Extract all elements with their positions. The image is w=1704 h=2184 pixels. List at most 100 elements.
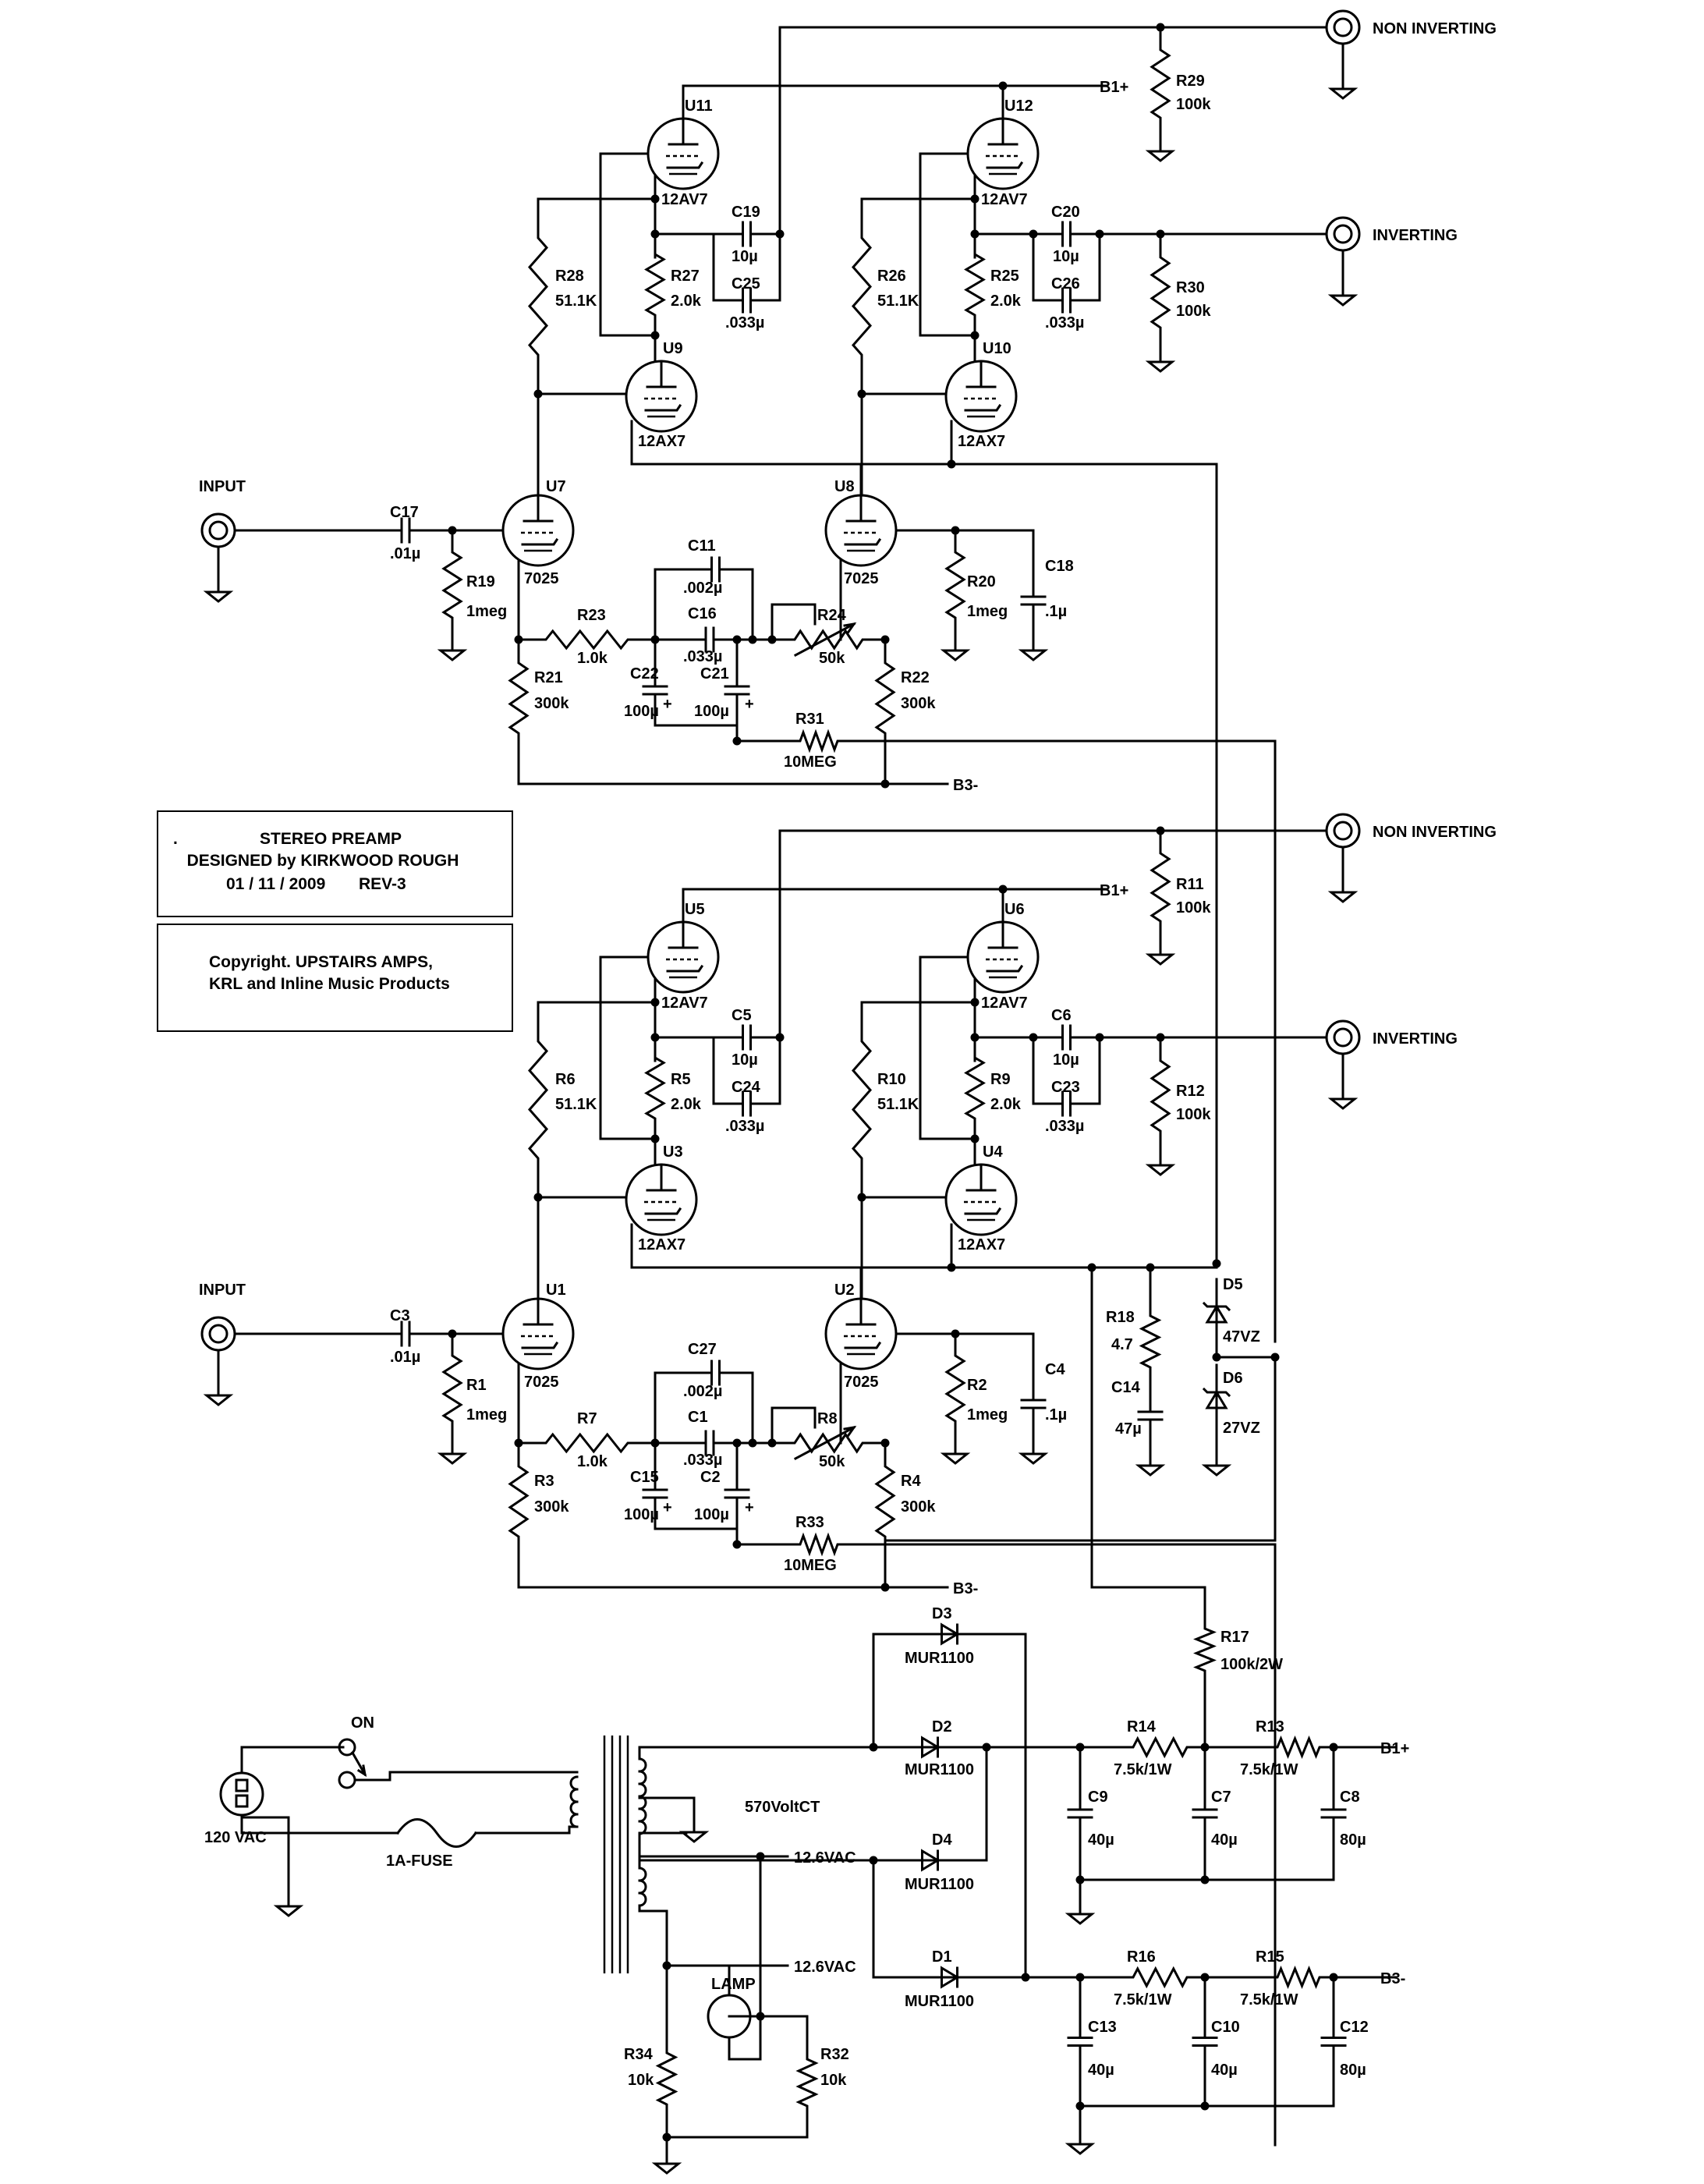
val-C13: 40µ	[1088, 2062, 1114, 2079]
wire	[919, 152, 976, 337]
val-R21: 300k	[534, 695, 569, 712]
val-R7: 1.0k	[577, 1453, 608, 1470]
junction-dot	[748, 635, 757, 644]
ground-symbol	[1018, 638, 1049, 661]
b3-supply-label: B3-	[1380, 1970, 1405, 1987]
ground-symbol	[273, 1894, 304, 1917]
ground-symbol	[203, 1383, 234, 1406]
junction-dot	[1212, 1259, 1221, 1268]
val-D1: MUR1100	[905, 1993, 974, 2010]
potentiometer-R24	[771, 629, 887, 651]
val-R6: 51.1K	[555, 1096, 597, 1113]
val-C17: .01µ	[390, 545, 420, 562]
b3-rail-label: B3-	[953, 1580, 978, 1597]
tube-U3	[625, 1163, 698, 1236]
wire	[848, 739, 1277, 1343]
val-R15: 7.5k/1W	[1240, 1991, 1298, 2008]
labels: B1+NON INVERTINGR29100kINVERTINGR30100kI…	[173, 20, 1497, 2089]
wire	[1090, 1266, 1206, 1616]
junction-dot	[448, 1329, 457, 1338]
junction-dot	[732, 1540, 742, 1549]
wire	[894, 529, 1035, 563]
type-U5: 12AV7	[661, 994, 708, 1012]
capacitor-C26	[1032, 287, 1101, 314]
val-R19: 1meg	[466, 603, 507, 620]
ref-R19: R19	[466, 573, 495, 590]
resistor-R25	[964, 232, 986, 337]
type-U1: 7025	[524, 1374, 559, 1391]
ref-R9: R9	[990, 1071, 1011, 1088]
junction-dot	[662, 2133, 671, 2142]
capacitor-C25	[712, 287, 781, 314]
resistor-R18	[1139, 1297, 1162, 1386]
resistor-R9	[964, 1036, 986, 1140]
wire	[517, 1558, 949, 1589]
switch-label: ON	[351, 1714, 374, 1732]
ref-U7: U7	[546, 478, 566, 495]
heater2-label: 12.6VAC	[794, 1959, 856, 1976]
junction-dot	[1200, 1973, 1210, 1982]
val-R28: 51.1K	[555, 292, 597, 310]
junction-dot	[970, 229, 980, 239]
capacitor-C13	[1067, 1976, 1093, 2108]
val-R29: 100k	[1176, 96, 1211, 113]
wire	[630, 1223, 1218, 1269]
val-C18: .1µ	[1045, 603, 1067, 620]
b3-rail-label: B3-	[953, 777, 978, 794]
ref-U4: U4	[983, 1143, 1003, 1161]
wire	[654, 1371, 680, 1445]
val-C9: 40µ	[1088, 1831, 1114, 1849]
val-R5: 2.0k	[671, 1096, 702, 1113]
val-C21: 100µ	[694, 703, 729, 720]
ref-R21: R21	[534, 669, 563, 686]
val-C20: 10µ	[1053, 248, 1079, 265]
wire	[353, 1771, 579, 1782]
wire	[771, 1406, 817, 1445]
ref-C10: C10	[1211, 2019, 1240, 2036]
val-R2: 1meg	[967, 1406, 1008, 1424]
power-switch[interactable]	[338, 1738, 367, 1789]
ref-C17: C17	[390, 504, 419, 521]
type-U2: 7025	[844, 1374, 879, 1391]
svg-text:+: +	[663, 1499, 672, 1516]
resistor-R7	[517, 1432, 657, 1454]
input-label: INPUT	[199, 1282, 246, 1299]
ground-symbol	[1201, 1453, 1232, 1477]
val-R14: 7.5k/1W	[1114, 1761, 1172, 1778]
junction-dot	[732, 1438, 742, 1448]
ref-C1: C1	[688, 1409, 708, 1426]
ref-R16: R16	[1127, 1948, 1156, 1966]
junction-dot	[880, 635, 890, 644]
resistor-R4	[874, 1441, 896, 1562]
capacitor-C14	[1137, 1383, 1164, 1448]
type-U11: 12AV7	[661, 191, 708, 208]
resistor-R29	[1150, 26, 1171, 142]
svg-text:+: +	[745, 696, 754, 713]
val-C6: 10µ	[1053, 1051, 1079, 1069]
tube-U4	[944, 1163, 1018, 1236]
wire	[654, 1512, 739, 1530]
junction-dot	[1087, 1263, 1096, 1272]
ref-R33: R33	[795, 1514, 824, 1531]
ground-symbol	[1327, 880, 1359, 903]
junction-dots	[448, 23, 1338, 2142]
ref-R23: R23	[577, 607, 606, 624]
val-D5: 47VZ	[1223, 1328, 1260, 1346]
capacitor-C16	[689, 626, 731, 653]
ref-C16: C16	[688, 605, 717, 622]
capacitor-C27	[677, 1360, 754, 1386]
junction-dot	[448, 526, 457, 535]
resistor-R13	[1262, 1736, 1335, 1759]
wire	[778, 26, 1327, 236]
junction-dot	[1075, 1875, 1085, 1884]
wire	[638, 1904, 668, 1967]
mains-label: 120 VAC	[204, 1829, 267, 1846]
ground-symbol	[1145, 139, 1176, 162]
copyright-block	[157, 924, 513, 1032]
resistor-R20	[944, 529, 966, 641]
ref-R4: R4	[901, 1473, 921, 1490]
resistor-R26	[852, 197, 872, 395]
capacitor-C6	[1032, 1024, 1101, 1051]
val-R22: 300k	[901, 695, 936, 712]
val-R4: 300k	[901, 1498, 936, 1516]
